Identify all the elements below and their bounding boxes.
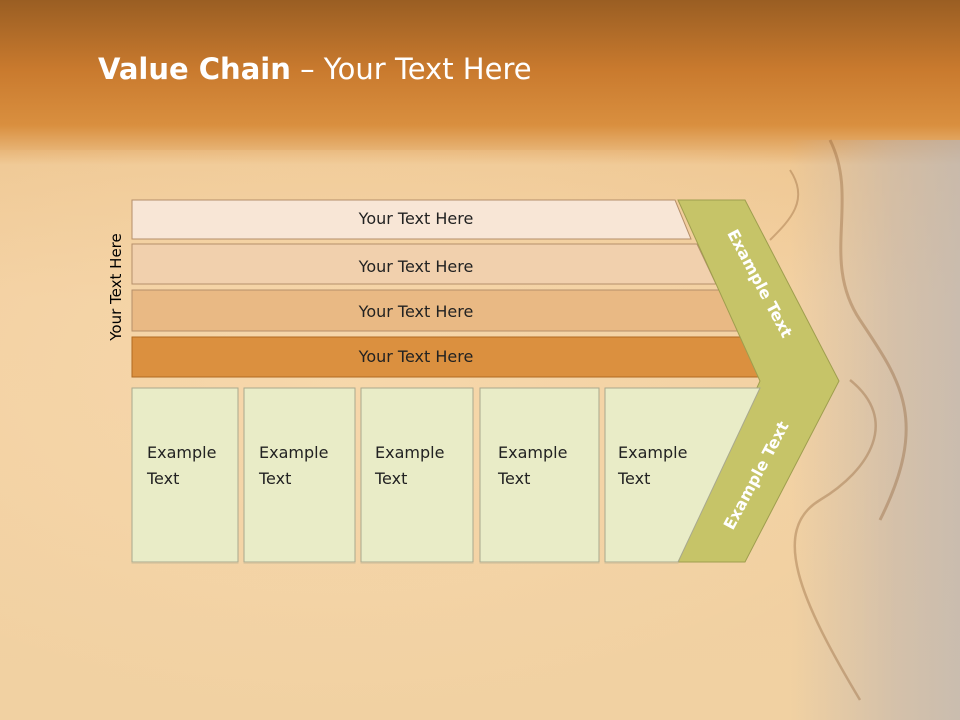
column-5-label-line1: Example: [618, 443, 687, 462]
svg-text:Text: Text: [617, 638, 650, 657]
title-bold: Value Chain: [98, 52, 291, 86]
bar-4-label: Your Text Here: [358, 347, 474, 366]
column-4-label-line1: Example: [498, 443, 567, 462]
bar-1-label: Your Text Here: [358, 209, 474, 228]
columns-reflection: Example Text Example Text Example Text E…: [131, 563, 827, 720]
title-rest: – Your Text Here: [290, 52, 532, 86]
primary-columns: Example Text Example Text Example Text E…: [131, 387, 761, 563]
svg-text:Text: Text: [146, 638, 179, 657]
support-bars: Your Text Here Your Text Here Your Text …: [131, 199, 765, 378]
bar-3-label: Your Text Here: [358, 302, 474, 321]
column-4: [479, 387, 600, 563]
svg-text:Text: Text: [497, 638, 530, 657]
column-1-label-line2: Text: [146, 469, 179, 488]
column-3: [360, 387, 474, 563]
chevron-shape: [677, 199, 840, 563]
column-2-label-line2: Text: [258, 469, 291, 488]
svg-text:Example: Example: [618, 664, 687, 683]
column-5: [604, 387, 761, 563]
column-2: [243, 387, 356, 563]
svg-text:Example: Example: [147, 664, 216, 683]
bar-1: [131, 199, 692, 240]
svg-text:Example: Example: [498, 664, 567, 683]
column-1-label-line1: Example: [147, 443, 216, 462]
svg-text:Text: Text: [258, 638, 291, 657]
column-2-label-line1: Example: [259, 443, 328, 462]
background-decoration: [790, 140, 960, 720]
svg-text:Example: Example: [259, 664, 328, 683]
column-5-label-line2: Text: [617, 469, 650, 488]
column-3-label-line1: Example: [375, 443, 444, 462]
svg-text:Example: Example: [375, 664, 444, 683]
column-1: [131, 387, 239, 563]
decorative-swirl: [769, 139, 908, 701]
side-label: Your Text Here: [107, 233, 125, 341]
slide-title: Value Chain – Your Text Here: [98, 52, 532, 86]
column-3-label-line2: Text: [374, 469, 407, 488]
bar-2-label: Your Text Here: [358, 257, 474, 276]
svg-text:Text: Text: [374, 638, 407, 657]
column-4-label-line2: Text: [497, 469, 530, 488]
